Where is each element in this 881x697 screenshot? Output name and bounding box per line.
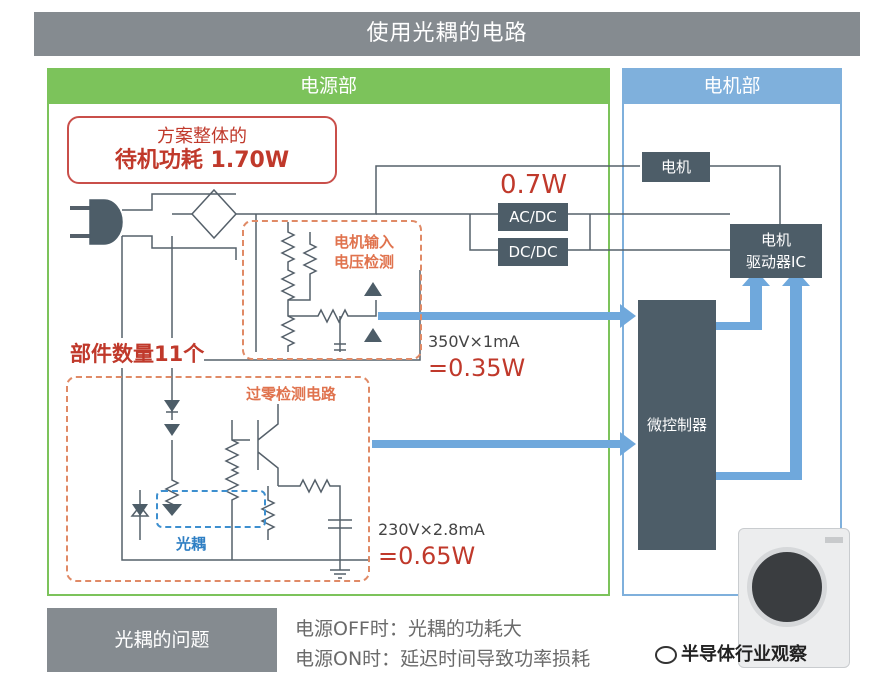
calc-2-line-1: 230V×2.8mA — [378, 520, 485, 539]
zero-cross-detect-box — [66, 376, 370, 582]
diode-icons — [132, 282, 382, 516]
motor-driver-ic-block: 电机 驱动器IC — [730, 224, 822, 278]
acdc-power-value: 0.7W — [500, 170, 568, 200]
watermark-text: 半导体行业观察 — [681, 644, 807, 665]
acdc-block: AC/DC — [498, 203, 568, 231]
ground-icon — [330, 560, 350, 579]
power-supply-header: 电源部 — [47, 68, 610, 104]
dcdc-block: DC/DC — [498, 238, 568, 266]
signal-arrows — [372, 270, 810, 480]
washer-control-icon — [825, 537, 843, 543]
page-title: 使用光耦的电路 — [34, 12, 860, 56]
zero-cross-label: 过零检测电路 — [246, 383, 337, 404]
washing-machine-image — [738, 528, 850, 668]
motor-voltage-detect-label: 电机输入 电压检测 — [334, 232, 395, 272]
optocoupler-problem-label: 光耦的问题 — [47, 608, 277, 672]
calc-1-line-2: =0.35W — [428, 354, 526, 382]
standby-power-callout: 方案整体的 待机功耗 1.70W — [67, 116, 337, 184]
footer-line-1: 电源OFF时：光耦的功耗大 — [295, 618, 522, 640]
parts-count-label: 部件数量11个 — [70, 338, 205, 368]
bridge-rectifier — [190, 188, 238, 240]
microcontroller-block: 微控制器 — [638, 300, 716, 550]
motor-detect-line-1: 电机输入 — [334, 233, 395, 251]
optocoupler-box — [156, 490, 266, 528]
standby-line-1: 方案整体的 — [157, 126, 247, 147]
calc-2-line-2: =0.65W — [378, 542, 476, 570]
driver-line-2: 驱动器IC — [746, 253, 806, 271]
motor-header: 电机部 — [622, 68, 842, 104]
wechat-icon — [655, 646, 677, 664]
plug-prong-wires — [70, 206, 90, 238]
washer-door-icon — [747, 547, 827, 627]
driver-line-1: 电机 — [760, 231, 791, 249]
motor-block: 电机 — [642, 152, 710, 182]
footer-line-2: 电源ON时：延迟时间导致功率损耗 — [295, 648, 591, 670]
plug-icon — [89, 199, 123, 245]
standby-line-2: 待机功耗 1.70W — [114, 148, 290, 173]
motor-detect-line-2: 电压检测 — [334, 253, 395, 271]
motor-voltage-detect-box — [242, 220, 422, 360]
calc-1-line-1: 350V×1mA — [428, 332, 520, 351]
watermark: 半导体行业观察 — [655, 640, 807, 666]
optocoupler-label: 光耦 — [176, 535, 207, 553]
